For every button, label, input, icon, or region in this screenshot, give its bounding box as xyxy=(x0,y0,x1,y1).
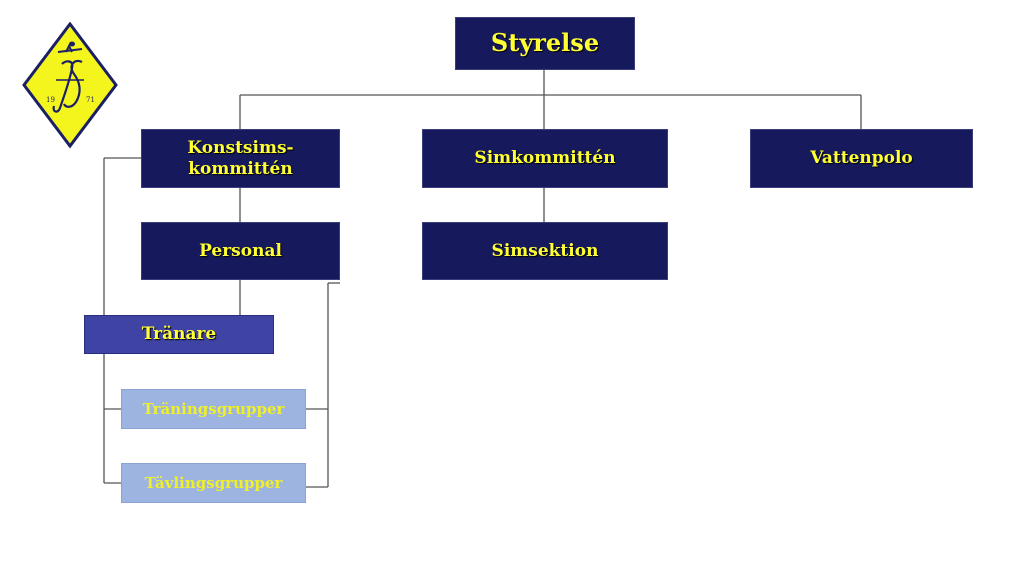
diamond-emblem-icon: 19 71 xyxy=(22,22,118,149)
logo-year-left: 19 xyxy=(46,96,55,104)
node-styrelse: Styrelse xyxy=(455,17,635,70)
node-personal: Personal xyxy=(141,222,340,280)
node-konstsimskommitten: Konstsims- kommittén xyxy=(141,129,340,188)
node-tavlingsgrupper: Tävlingsgrupper xyxy=(121,463,306,503)
node-tranare: Tränare xyxy=(84,315,274,354)
logo-year-right: 71 xyxy=(86,96,95,104)
node-simkommitten: Simkommittén xyxy=(422,129,668,188)
node-simsektion: Simsektion xyxy=(422,222,668,280)
node-traningsgrupper: Träningsgrupper xyxy=(121,389,306,429)
node-vattenpolo: Vattenpolo xyxy=(750,129,973,188)
